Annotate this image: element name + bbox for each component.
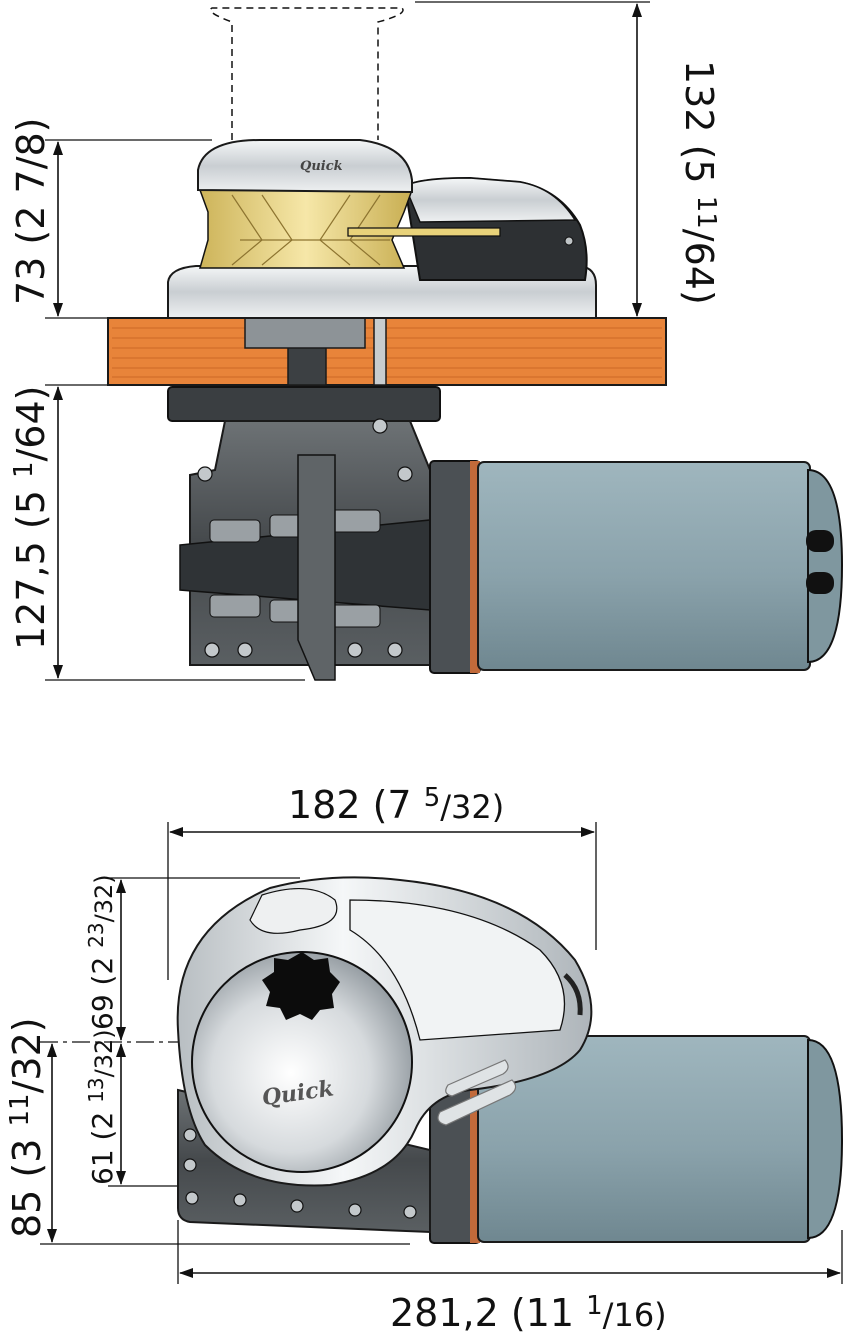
dim-upper-offset-sup: 23 <box>84 922 108 947</box>
dim-side-height: 85 (3 11/32) <box>5 1017 410 1245</box>
dim-base-height-main: 73 (2 7/8) <box>9 118 53 306</box>
dim-below-deck-sup: 1 <box>9 462 39 479</box>
dim-top-height-main: 132 (5 <box>677 60 721 196</box>
dim-below-deck-main: 127,5 (5 <box>9 478 53 650</box>
svg-text:69 (2 23/32): 69 (2 23/32) <box>84 874 119 1030</box>
dim-below-deck: 127,5 (5 1/64) <box>9 384 305 681</box>
dim-lower-offset-sup: 13 <box>84 1077 108 1102</box>
dim-length: 281,2 (11 1/16) <box>177 1220 843 1335</box>
dim-top-height: 132 (5 11/64) <box>415 1 721 317</box>
dim-lower-offset-main: 61 (2 <box>86 1103 119 1185</box>
dim-width-main: 182 (7 <box>288 783 424 827</box>
motor-top <box>429 1034 843 1244</box>
deck-plank <box>107 317 667 386</box>
svg-text:132 (5 11/64): 132 (5 11/64) <box>677 60 721 305</box>
dim-side-height-sup: 11 <box>5 1093 35 1126</box>
dim-length-main: 281,2 (11 <box>390 1291 586 1335</box>
dim-length-sup: 1 <box>586 1291 603 1321</box>
dim-base-height: 73 (2 7/8) <box>9 118 212 319</box>
dim-lower-offset-rest: /32) <box>90 1029 118 1077</box>
dim-width-rest: /32) <box>440 788 504 826</box>
svg-text:61 (2 13/32): 61 (2 13/32) <box>84 1029 119 1185</box>
dim-lower-offset: 61 (2 13/32) <box>84 1029 260 1187</box>
side-logo: Quick <box>300 159 343 174</box>
dim-length-rest: /16) <box>603 1296 667 1334</box>
mounting-plate <box>167 386 441 422</box>
svg-text:281,2 (11 1/16): 281,2 (11 1/16) <box>390 1291 667 1335</box>
gearbox <box>179 418 431 681</box>
dim-upper-offset: 69 (2 23/32) <box>84 874 300 1041</box>
dim-width-sup: 5 <box>424 783 441 813</box>
dim-side-height-rest: /32) <box>5 1017 49 1093</box>
winch-socket <box>262 952 340 1020</box>
motor <box>429 460 843 674</box>
top-view: 182 (7 5/32) 69 (2 23/32) 61 (2 13/32) <box>5 783 843 1335</box>
svg-text:85 (3 11/32): 85 (3 11/32) <box>5 1017 49 1238</box>
capstan-dashed-outline <box>209 7 404 140</box>
windlass-housing: Quick <box>167 139 597 319</box>
dim-width: 182 (7 5/32) <box>167 783 597 980</box>
dim-below-deck-rest: /64) <box>9 386 53 462</box>
dim-side-height-main: 85 (3 <box>5 1126 49 1238</box>
svg-text:127,5 (5 1/64): 127,5 (5 1/64) <box>9 386 53 650</box>
dim-top-height-sup: 11 <box>691 196 721 229</box>
dim-upper-offset-main: 69 (2 <box>86 948 119 1030</box>
dim-top-height-rest: /64) <box>677 229 721 305</box>
svg-text:182 (7 5/32): 182 (7 5/32) <box>288 783 504 827</box>
stud <box>373 317 387 386</box>
spacer <box>244 317 366 349</box>
side-view: 132 (5 11/64) 73 (2 7/8) 127,5 (5 1/64) <box>9 1 843 681</box>
windlass-body-top: Quick <box>176 876 593 1187</box>
dim-upper-offset-rest: /32) <box>90 874 118 922</box>
